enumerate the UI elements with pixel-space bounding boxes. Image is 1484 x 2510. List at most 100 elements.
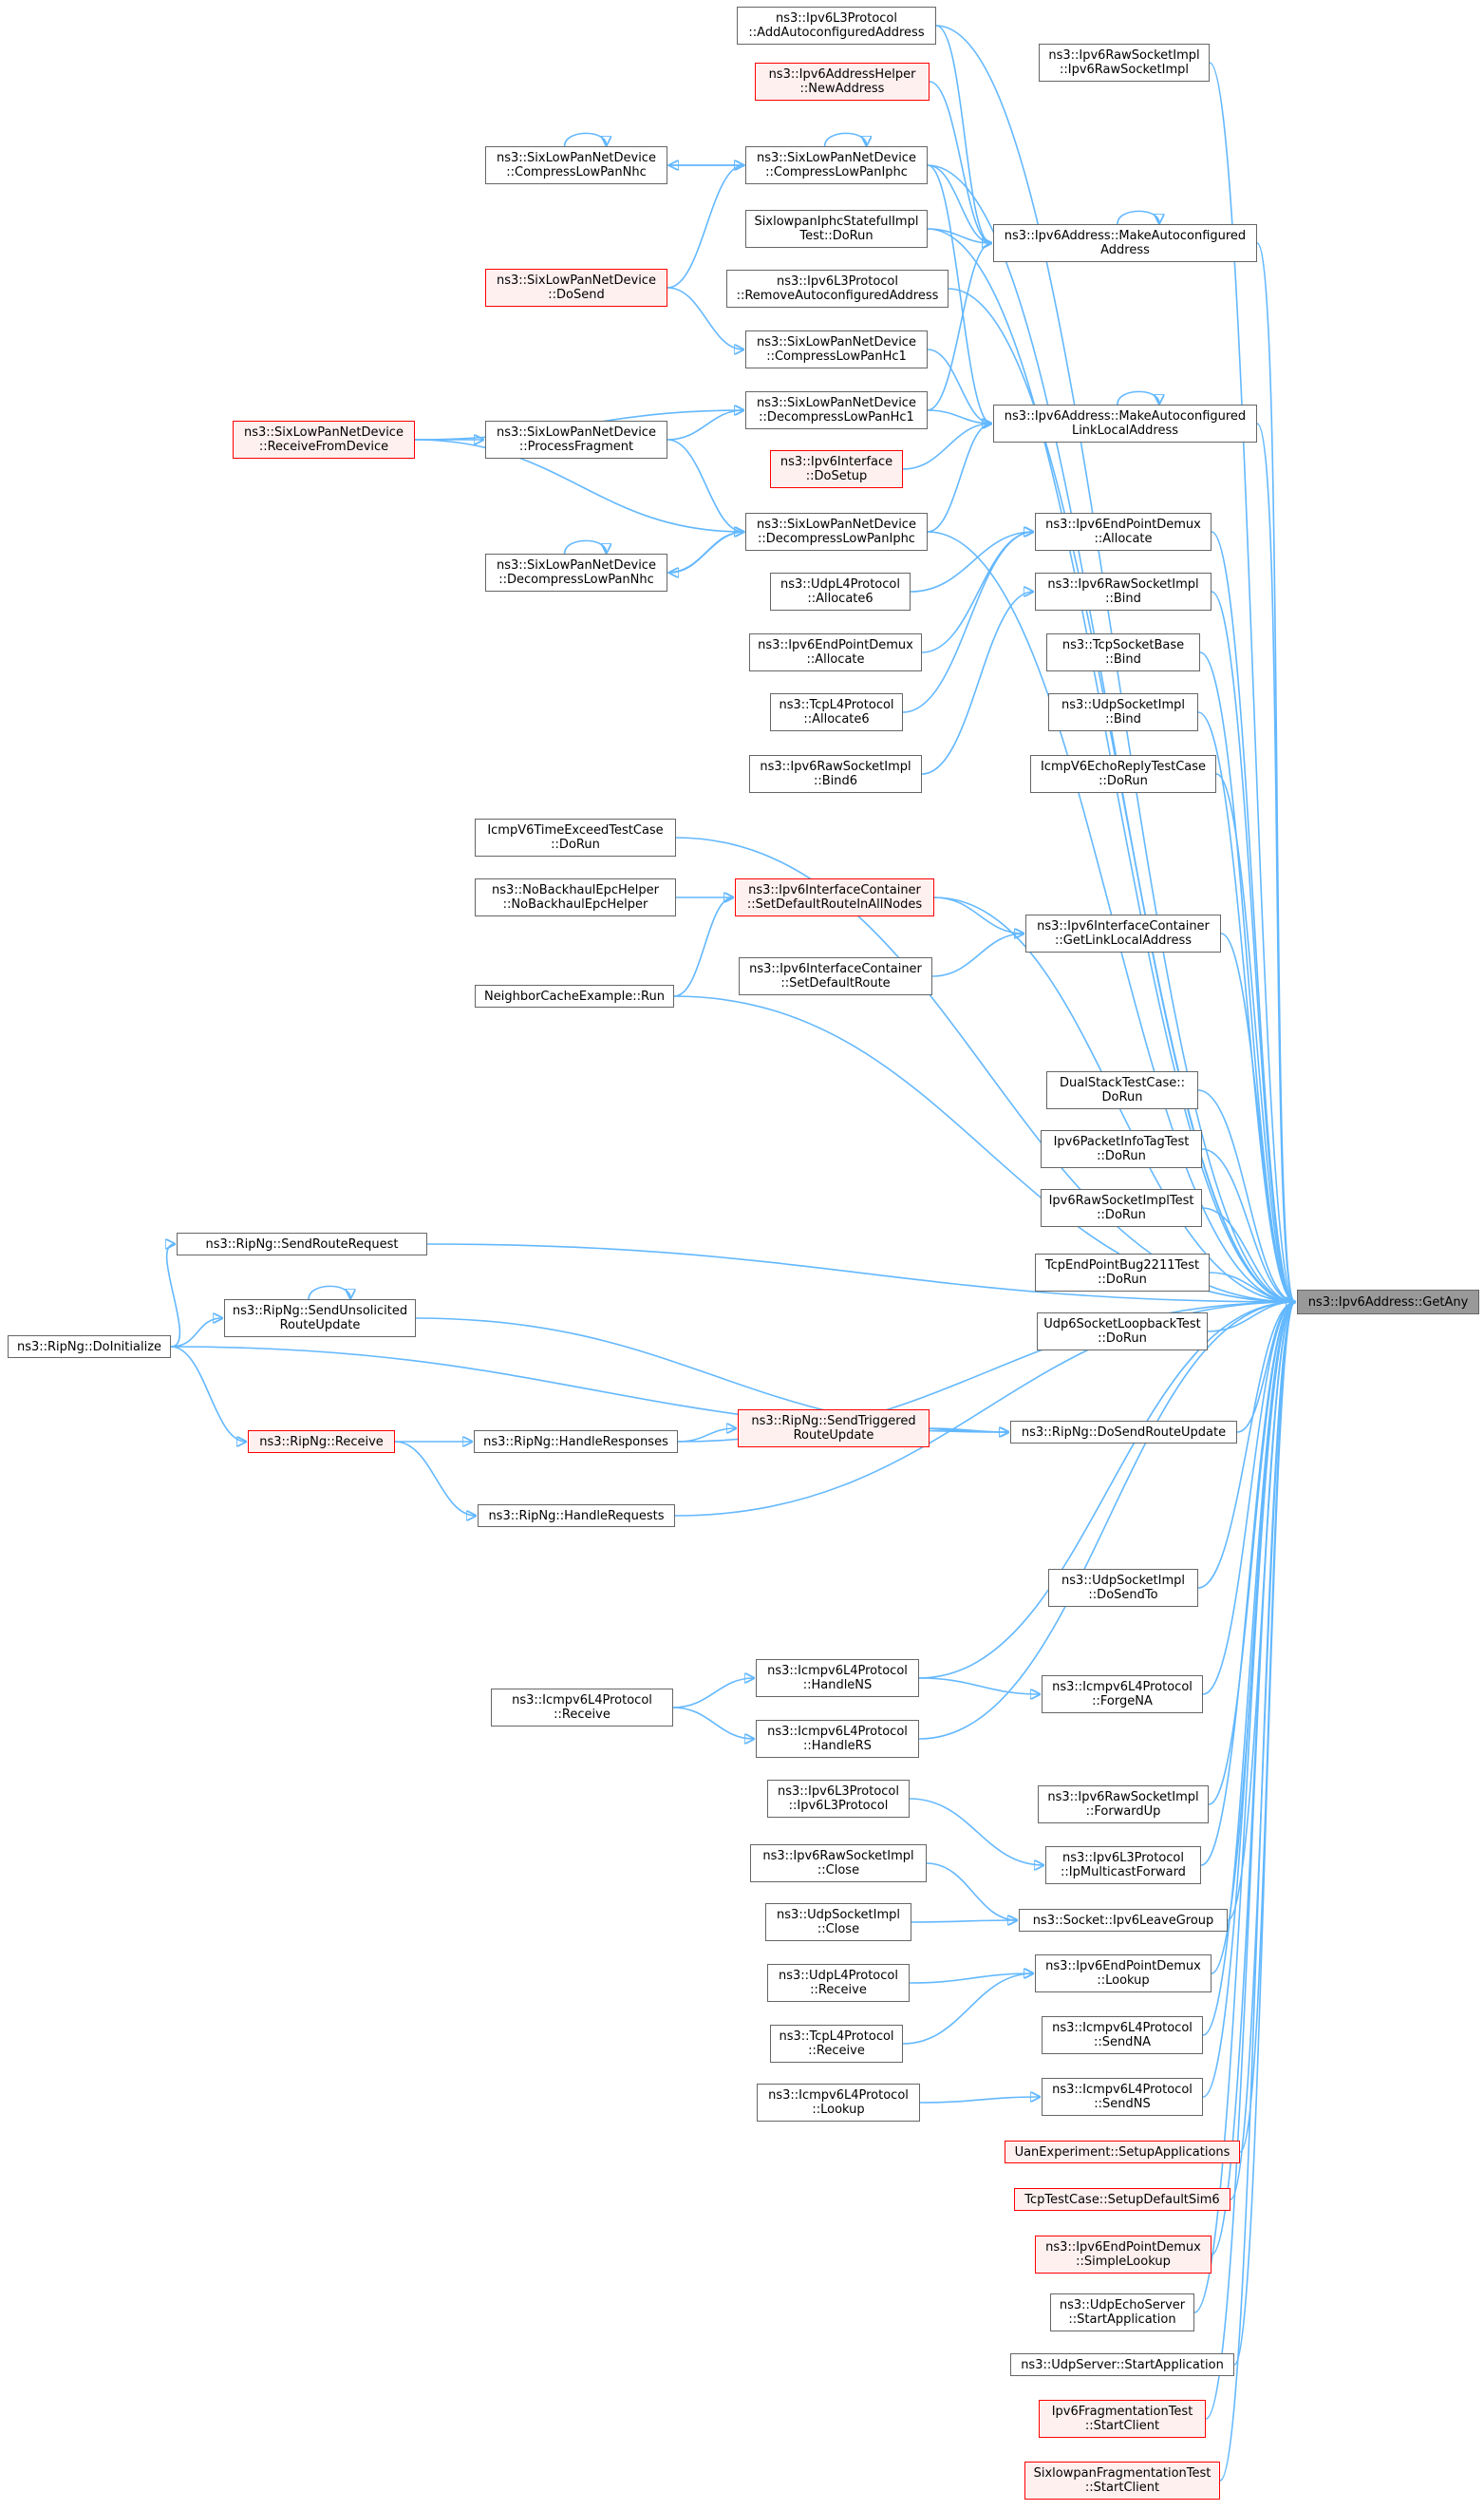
graph-node[interactable]: ns3::UdpSocketImpl::Close: [765, 1903, 911, 1941]
node-label-line: ns3::Ipv6InterfaceContainer: [749, 962, 922, 976]
graph-node[interactable]: DualStackTestCase::DoRun: [1046, 1071, 1198, 1109]
graph-node[interactable]: ns3::Ipv6Interface::DoSetup: [770, 450, 903, 488]
node-label-line: ns3::RipNg::SendTriggered: [751, 1414, 916, 1428]
node-label-line: ns3::Ipv6RawSocketImpl: [1047, 1790, 1199, 1804]
graph-node[interactable]: ns3::SixLowPanNetDevice::ReceiveFromDevi…: [233, 421, 415, 459]
graph-node[interactable]: TcpTestCase::SetupDefaultSim6: [1014, 2188, 1230, 2211]
graph-node[interactable]: UanExperiment::SetupApplications: [1005, 2141, 1240, 2163]
graph-node[interactable]: ns3::Ipv6EndPointDemux::Allocate: [1035, 513, 1212, 551]
graph-node[interactable]: ns3::UdpL4Protocol::Receive: [767, 1964, 910, 2002]
graph-node[interactable]: ns3::SixLowPanNetDevice::CompressLowPanI…: [745, 146, 928, 184]
graph-node[interactable]: ns3::SixLowPanNetDevice::CompressLowPanN…: [485, 146, 667, 184]
graph-node[interactable]: ns3::Ipv6EndPointDemux::Allocate: [749, 633, 922, 671]
graph-node[interactable]: ns3::Ipv6AddressHelper::NewAddress: [755, 63, 930, 101]
call-edge-ipmulticastfwd-to-getany: [1200, 1302, 1295, 1866]
graph-node[interactable]: IcmpV6EchoReplyTestCase::DoRun: [1030, 755, 1216, 793]
graph-node[interactable]: ns3::Ipv6EndPointDemux::SimpleLookup: [1035, 2236, 1212, 2274]
node-label-line: ns3::Ipv6EndPointDemux: [1045, 2240, 1201, 2255]
graph-node[interactable]: NeighborCacheExample::Run: [475, 985, 674, 1008]
graph-node[interactable]: ns3::UdpEchoServer::StartApplication: [1050, 2293, 1194, 2331]
node-label-line: ::Ipv6RawSocketImpl: [1059, 63, 1190, 77]
graph-node[interactable]: ns3::Icmpv6L4Protocol::Lookup: [757, 2084, 920, 2122]
graph-node[interactable]: ns3::Ipv6EndPointDemux::Lookup: [1035, 1954, 1212, 1992]
graph-node[interactable]: ns3::Icmpv6L4Protocol::ForgeNA: [1042, 1675, 1203, 1713]
graph-node[interactable]: ns3::SixLowPanNetDevice::DecompressLowPa…: [745, 391, 928, 429]
node-label-line: ::Allocate: [1094, 532, 1153, 546]
graph-node[interactable]: ns3::Icmpv6L4Protocol::Receive: [491, 1689, 673, 1727]
graph-node[interactable]: TcpEndPointBug2211Test::DoRun: [1035, 1254, 1210, 1292]
graph-node[interactable]: ns3::Ipv6L3Protocol::AddAutoconfiguredAd…: [737, 7, 936, 45]
graph-node[interactable]: ns3::SixLowPanNetDevice::ProcessFragment: [485, 421, 667, 459]
graph-node[interactable]: ns3::Ipv6RawSocketImpl::Ipv6RawSocketImp…: [1039, 44, 1210, 82]
graph-node[interactable]: ns3::Ipv6RawSocketImpl::Close: [750, 1844, 927, 1882]
graph-node[interactable]: ns3::Socket::Ipv6LeaveGroup: [1019, 1909, 1228, 1932]
graph-node[interactable]: SixlowpanFragmentationTest::StartClient: [1024, 2462, 1220, 2500]
graph-node[interactable]: ns3::Icmpv6L4Protocol::SendNS: [1042, 2078, 1203, 2116]
graph-node[interactable]: ns3::Ipv6RawSocketImpl::Bind6: [749, 755, 922, 793]
call-edge-receivefromdevice-to-decompresslowpaniphc: [414, 439, 743, 532]
node-label-line: LinkLocalAddress: [1071, 424, 1179, 438]
graph-node[interactable]: ns3::RipNg::HandleResponses: [474, 1430, 678, 1453]
graph-node[interactable]: ns3::UdpServer::StartApplication: [1010, 2353, 1234, 2376]
graph-node[interactable]: IcmpV6TimeExceedTestCase::DoRun: [475, 819, 676, 857]
graph-node[interactable]: ns3::Ipv6L3Protocol::IpMulticastForward: [1045, 1846, 1201, 1884]
focus-node: ns3::Ipv6Address::GetAny: [1297, 1290, 1479, 1314]
graph-node[interactable]: Ipv6PacketInfoTagTest::DoRun: [1041, 1130, 1202, 1168]
graph-node[interactable]: ns3::SixLowPanNetDevice::DecompressLowPa…: [485, 554, 667, 592]
graph-node[interactable]: ns3::Ipv6L3Protocol::Ipv6L3Protocol: [767, 1780, 910, 1818]
call-edge-decompresslowpaniphc-to-decompresslowpannhc: [669, 531, 746, 573]
call-edge-icmpv6_receive-to-handlers: [672, 1707, 754, 1739]
call-edge-makeautoconflinklocal-to-getany: [1256, 423, 1295, 1302]
graph-node[interactable]: ns3::Ipv6InterfaceContainer::SetDefaultR…: [739, 957, 932, 995]
call-edge-removeautoconf-to-getany: [948, 288, 1295, 1302]
graph-node[interactable]: ns3::RipNg::DoSendRouteUpdate: [1010, 1421, 1237, 1444]
node-label-line: ns3::SixLowPanNetDevice: [757, 151, 916, 165]
graph-node[interactable]: ns3::TcpSocketBase::Bind: [1046, 633, 1200, 671]
graph-node[interactable]: ns3::RipNg::SendRouteRequest: [177, 1233, 427, 1255]
graph-node[interactable]: ns3::RipNg::HandleRequests: [478, 1504, 675, 1527]
node-label-line: IcmpV6TimeExceedTestCase: [487, 823, 664, 838]
graph-node[interactable]: Ipv6FragmentationTest::StartClient: [1039, 2400, 1206, 2438]
graph-node[interactable]: ns3::Ipv6RawSocketImpl::ForwardUp: [1038, 1785, 1209, 1823]
graph-node[interactable]: ns3::Icmpv6L4Protocol::HandleRS: [756, 1720, 919, 1758]
graph-node[interactable]: ns3::Icmpv6L4Protocol::HandleNS: [756, 1659, 919, 1697]
node-label-line: ::DoSend: [548, 288, 605, 302]
node-label-line: ::StartClient: [1084, 2481, 1160, 2495]
graph-node[interactable]: ns3::Ipv6L3Protocol::RemoveAutoconfigure…: [726, 270, 949, 308]
node-label-line: ns3::Ipv6EndPointDemux: [1045, 1959, 1201, 1973]
graph-node[interactable]: ns3::RipNg::Receive: [248, 1430, 395, 1453]
graph-node[interactable]: ns3::Icmpv6L4Protocol::SendNA: [1042, 2016, 1203, 2054]
graph-node[interactable]: ns3::TcpL4Protocol::Receive: [770, 2025, 903, 2063]
graph-node[interactable]: ns3::SixLowPanNetDevice::CompressLowPanH…: [745, 330, 928, 368]
graph-node[interactable]: ns3::SixLowPanNetDevice::DecompressLowPa…: [745, 513, 928, 551]
call-edge-udpl4_receive-to-epdemux_lookup: [909, 1973, 1033, 1984]
node-label-line: ns3::SixLowPanNetDevice: [497, 274, 656, 288]
graph-node[interactable]: ns3::SixLowPanNetDevice::DoSend: [485, 269, 667, 307]
node-label-line: ::Receive: [808, 2044, 865, 2058]
graph-node[interactable]: Ipv6RawSocketImplTest::DoRun: [1041, 1189, 1202, 1227]
graph-node[interactable]: ns3::Ipv6RawSocketImpl::Bind: [1035, 573, 1212, 611]
node-label-line: ns3::Ipv6EndPointDemux: [1045, 518, 1201, 532]
node-label-line: ::CompressLowPanNhc: [506, 165, 647, 179]
node-label-line: ns3::TcpSocketBase: [1061, 638, 1185, 652]
node-label-line: ::Allocate6: [803, 712, 870, 727]
graph-node[interactable]: ns3::TcpL4Protocol::Allocate6: [770, 693, 903, 731]
call-edge-ripng_doinit-to-sendrouterequest: [167, 1244, 181, 1348]
graph-node[interactable]: Udp6SocketLoopbackTest::DoRun: [1037, 1312, 1208, 1350]
graph-node[interactable]: ns3::RipNg::DoInitialize: [8, 1335, 171, 1358]
graph-node[interactable]: ns3::Ipv6InterfaceContainer::SetDefaultR…: [735, 878, 934, 916]
node-label-line: ::ProcessFragment: [518, 440, 634, 454]
graph-node[interactable]: ns3::Ipv6InterfaceContainer::GetLinkLoca…: [1025, 915, 1221, 953]
graph-node[interactable]: ns3::UdpSocketImpl::Bind: [1048, 693, 1198, 731]
graph-node[interactable]: ns3::UdpL4Protocol::Allocate6: [770, 573, 911, 611]
call-edge-decompresslowpanhc1-to-makeautoconf: [927, 243, 991, 411]
graph-node[interactable]: ns3::NoBackhaulEpcHelper::NoBackhaulEpcH…: [475, 878, 676, 916]
call-edge-udpechoserver-to-getany: [1193, 1302, 1295, 2313]
graph-node[interactable]: ns3::UdpSocketImpl::DoSendTo: [1048, 1569, 1198, 1607]
